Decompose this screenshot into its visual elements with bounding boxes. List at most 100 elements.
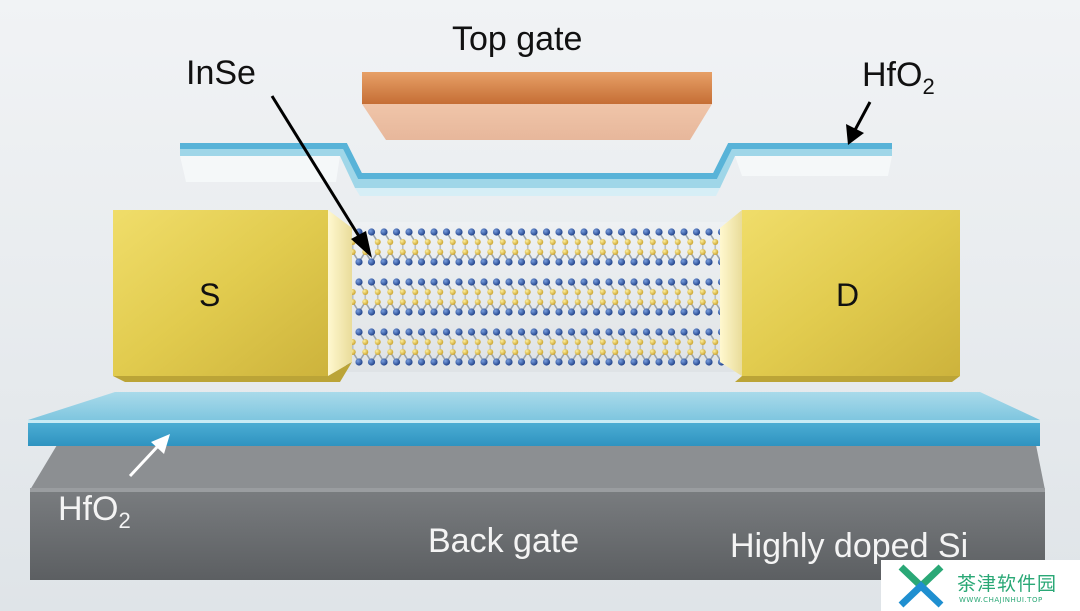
in-atom: [562, 249, 569, 255]
se-atom: [655, 358, 663, 366]
se-atom: [642, 358, 651, 366]
in-atom: [537, 289, 544, 295]
se-atom: [380, 328, 388, 336]
se-atom: [380, 258, 388, 266]
se-atom: [692, 328, 701, 336]
in-atom: [624, 339, 631, 345]
se-atom: [530, 258, 538, 266]
substrate-label: Highly doped Si: [730, 527, 969, 565]
in-atom: [449, 239, 456, 245]
se-atom: [530, 328, 538, 336]
in-atom: [674, 299, 681, 305]
se-atom: [680, 228, 688, 236]
in-atom: [649, 349, 656, 355]
in-atom: [712, 239, 719, 245]
in-atom: [662, 289, 669, 295]
se-atom: [380, 308, 388, 316]
in-atom: [562, 289, 569, 295]
hfo2-top-text: HfO: [862, 56, 923, 94]
se-atom: [367, 228, 376, 236]
top-gate: [362, 72, 712, 140]
in-atom: [387, 249, 394, 255]
in-atom: [574, 339, 581, 345]
in-atom: [662, 239, 669, 245]
se-atom: [617, 278, 626, 286]
in-atom: [574, 249, 581, 255]
in-atom: [449, 289, 456, 295]
se-atom: [467, 228, 476, 236]
se-atom: [430, 358, 438, 366]
se-atom: [492, 308, 501, 316]
in-atom: [437, 339, 444, 345]
source-label: S: [199, 277, 221, 313]
in-atom: [499, 249, 506, 255]
in-atom: [387, 299, 394, 305]
in-atom: [412, 299, 419, 305]
hfo2-bottom-label: HfO2: [58, 492, 131, 532]
in-atom: [512, 349, 519, 355]
in-atom: [462, 289, 469, 295]
in-atom: [624, 289, 631, 295]
hfo2-top-arrowhead: [846, 124, 864, 145]
se-atom: [517, 258, 526, 266]
in-atom: [537, 299, 544, 305]
in-atom: [687, 239, 694, 245]
in-atom: [649, 239, 656, 245]
se-atom: [555, 358, 563, 366]
in-atom: [562, 349, 569, 355]
in-atom: [512, 289, 519, 295]
se-atom: [380, 358, 388, 366]
se-atom: [492, 228, 501, 236]
se-atom: [680, 358, 688, 366]
in-atom: [487, 349, 494, 355]
in-atom: [649, 339, 656, 345]
watermark-logo-icon: [898, 564, 944, 608]
in-atom: [612, 339, 619, 345]
in-atom: [649, 289, 656, 295]
in-atom: [487, 299, 494, 305]
in-atom: [524, 339, 531, 345]
se-atom: [605, 278, 613, 286]
se-atom: [430, 278, 438, 286]
in-atom: [687, 289, 694, 295]
se-atom: [480, 308, 488, 316]
in-atom: [437, 249, 444, 255]
se-atom: [667, 258, 676, 266]
se-atom: [680, 258, 688, 266]
in-atom: [474, 289, 481, 295]
in-atom: [712, 349, 719, 355]
se-atom: [580, 328, 588, 336]
se-atom: [492, 328, 501, 336]
in-atom: [649, 299, 656, 305]
se-atom: [580, 308, 588, 316]
in-atom: [674, 289, 681, 295]
hfo2-bottom-subscript: 2: [118, 508, 131, 533]
se-atom: [567, 258, 576, 266]
in-atom: [662, 299, 669, 305]
in-atom: [699, 299, 706, 305]
arrows: [128, 95, 872, 478]
se-atom: [480, 228, 488, 236]
in-atom: [599, 239, 606, 245]
se-atom: [680, 328, 688, 336]
se-atom: [592, 258, 601, 266]
se-atom: [667, 278, 676, 286]
se-atom: [692, 258, 701, 266]
watermark-text: 茶津软件园: [957, 573, 1058, 595]
in-atom: [687, 299, 694, 305]
in-atom: [612, 239, 619, 245]
se-atom: [705, 358, 713, 366]
in-atom: [574, 289, 581, 295]
in-atom: [449, 349, 456, 355]
in-atom: [524, 299, 531, 305]
hfo2-bottom-arrowhead: [151, 434, 170, 454]
se-atom: [380, 278, 388, 286]
in-atom: [412, 349, 419, 355]
se-atom: [355, 278, 363, 286]
in-atom: [524, 239, 531, 245]
se-atom: [542, 308, 551, 316]
in-atom: [374, 299, 381, 305]
se-atom: [617, 228, 626, 236]
se-atom: [692, 358, 701, 366]
